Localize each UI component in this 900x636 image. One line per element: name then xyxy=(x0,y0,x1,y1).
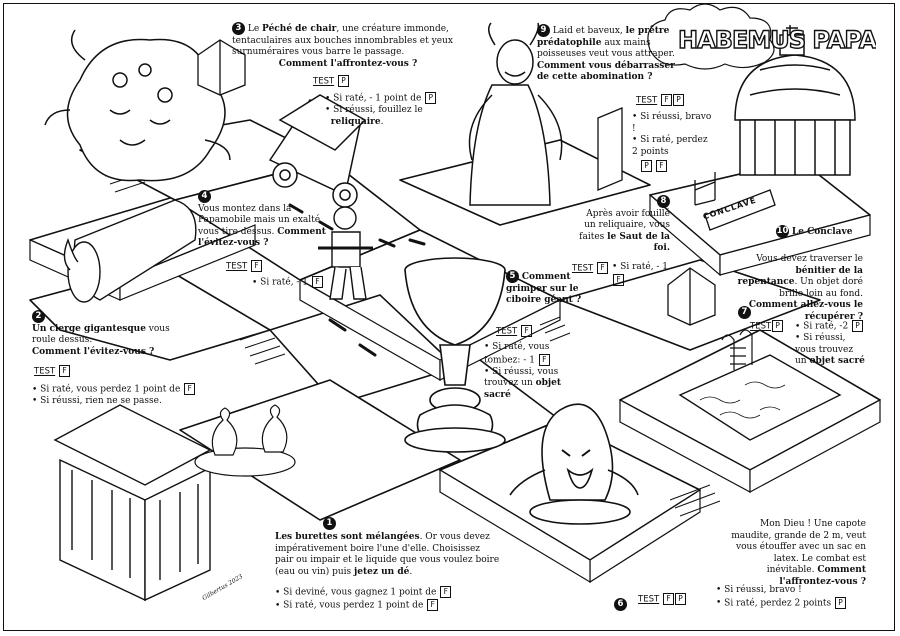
space-6-results: Si réussi, bravo ! Si raté, perdez 2 poi… xyxy=(716,585,856,610)
space-10-number: 10 xyxy=(776,225,789,238)
space-3-results: Si raté, - 1 point de P Si réussi, fouil… xyxy=(325,92,475,128)
space-2-number: 2 xyxy=(32,310,45,323)
space-4-results: Si raté, - 1 F xyxy=(252,276,323,289)
space-8-results: Si raté, - 1 F xyxy=(612,262,672,287)
game-title: HABEMUS PAPAM! xyxy=(676,14,876,60)
space-5-results: Si raté, vous tombez: - 1 F Si réussi, v… xyxy=(484,342,564,401)
space-7-results: Si raté, -2 P Si réussi, vous trouvez un… xyxy=(795,320,865,368)
title-text: HABEMUS PAPAM! xyxy=(678,26,876,54)
space-3-number: 3 xyxy=(232,22,245,35)
space-4-number: 4 xyxy=(198,190,211,203)
space-3-text: 3 Le Péché de chair, une créature immond… xyxy=(232,22,453,69)
space-8-number: 8 xyxy=(657,195,670,208)
space-1-results: Si deviné, vous gagnez 1 point de F Si r… xyxy=(275,586,485,612)
space-4-text: 4 Vous montez dans la Papamobile mais un… xyxy=(198,190,326,248)
space-2-results: Si raté, vous perdez 1 point de F Si réu… xyxy=(32,383,222,408)
space-5-test: TEST F xyxy=(496,325,533,338)
space-5-text: 5 Comment grimper sur le ciboire géant ? xyxy=(506,270,582,305)
space-9-text: 9 Laid et baveux, le prêtre prédatophile… xyxy=(537,24,675,82)
space-1-text: Les burettes sont mélangées. Or vous dev… xyxy=(275,532,500,577)
space-5-number: 5 xyxy=(506,270,519,283)
space-8-test: TEST F xyxy=(572,262,609,275)
space-2-test: TEST F xyxy=(34,365,71,378)
walkway-bottom-left xyxy=(179,379,461,521)
space-10-text: 10 Le Conclave xyxy=(776,225,853,238)
space-1-number: 1 xyxy=(323,517,336,530)
space-6-number: 6 xyxy=(614,598,627,611)
space-9-number: 9 xyxy=(537,24,550,37)
space-7-number: 7 xyxy=(738,306,751,319)
space-4-test: TEST F xyxy=(226,260,263,273)
space-3-test: TEST P xyxy=(313,75,350,88)
space-2-text: 2 Un cierge gigantesque vous roule dessu… xyxy=(32,310,170,357)
space-8-text: 8 Après avoir fouillé un reliquaire, vou… xyxy=(579,195,670,253)
space-6-text: Mon Dieu ! Une capote maudite, grande de… xyxy=(731,519,866,587)
space-7-text: Vous devez traverser le bénitier de la r… xyxy=(737,254,863,322)
space-9-results: Si réussi, bravo ! Si raté, perdez 2 poi… xyxy=(632,112,712,173)
board-frame xyxy=(3,3,895,631)
